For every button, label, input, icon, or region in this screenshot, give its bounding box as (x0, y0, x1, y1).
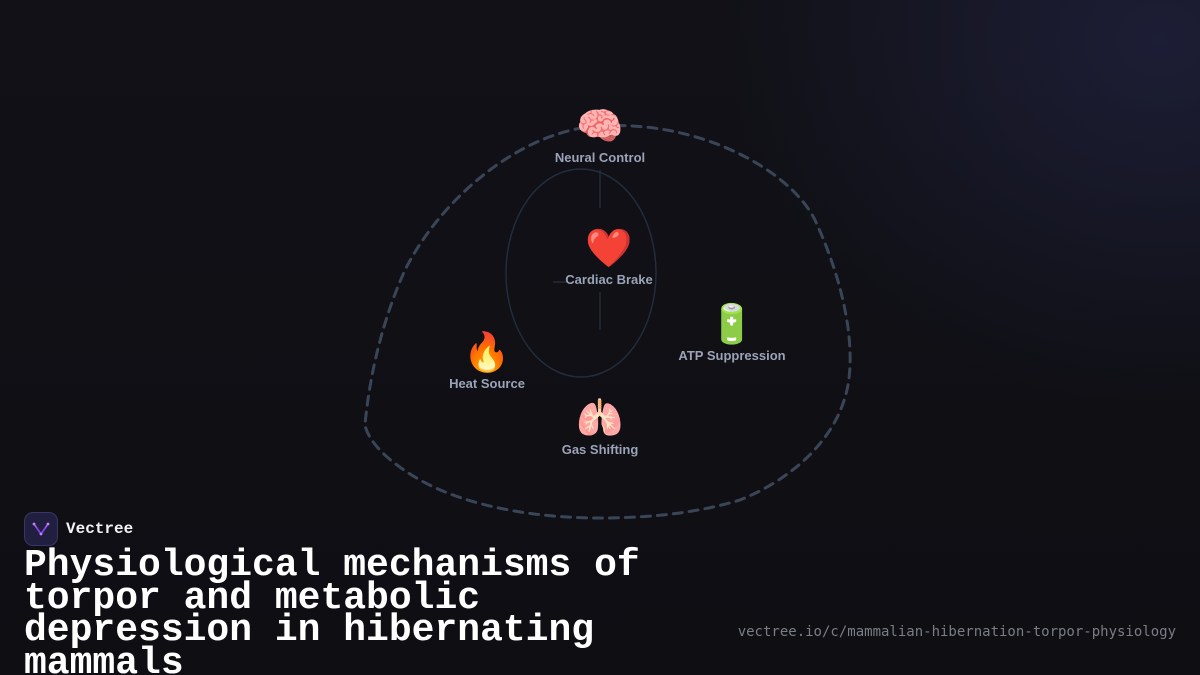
lungs-icon: 🫁 (576, 396, 624, 440)
outer-cycle-outline (363, 124, 852, 520)
node-label: Neural Control (554, 150, 646, 165)
node-label: Cardiac Brake (565, 272, 653, 287)
brain-icon: 🧠 (576, 104, 624, 148)
node-cardiac-brake: ❤️ Cardiac Brake (529, 226, 689, 287)
inner-cycle-ellipse (505, 168, 657, 378)
battery-icon: 🔋 (708, 302, 756, 346)
node-label: Gas Shifting (561, 442, 639, 457)
page-title: Physiological mechanisms of torpor and m… (24, 544, 640, 675)
node-atp-suppression: 🔋 ATP Suppression (652, 302, 812, 363)
node-label: Heat Source (449, 376, 525, 391)
node-label: ATP Suppression (678, 348, 786, 363)
node-gas-shifting: 🫁 Gas Shifting (520, 396, 680, 457)
node-heat-source: 🔥 Heat Source (407, 330, 567, 391)
vectree-logo-icon (24, 512, 58, 546)
brand-name: Vectree (66, 520, 134, 538)
node-neural-control: 🧠 Neural Control (520, 104, 680, 165)
heart-icon: ❤️ (585, 226, 633, 270)
page-url[interactable]: vectree.io/c/mammalian-hibernation-torpo… (737, 624, 1176, 640)
brand: Vectree (24, 512, 133, 546)
fire-icon: 🔥 (463, 330, 511, 374)
